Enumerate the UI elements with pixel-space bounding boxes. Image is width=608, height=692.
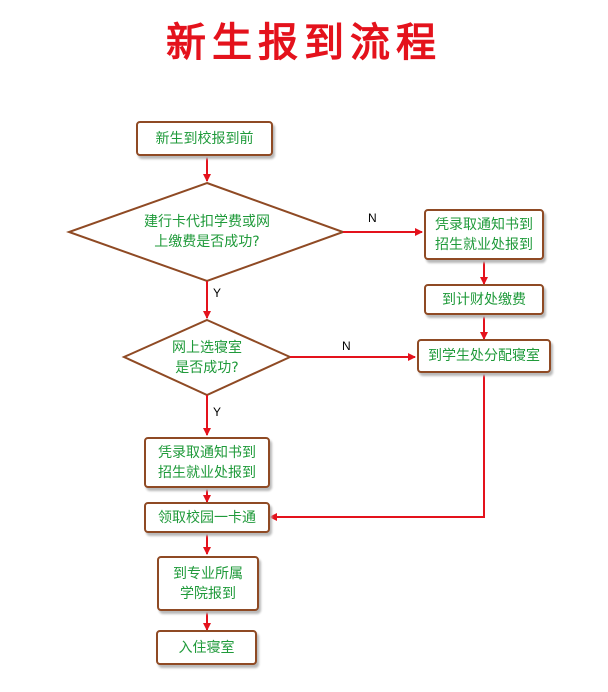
page-title: 新生报到流程 [166,19,442,66]
edge-label-yes-2: Y [213,405,222,419]
node-voucher-right: 凭录取通知书到 招生就业处报到 [424,209,544,260]
node-start: 新生到校报到前 [136,121,273,156]
edge-label-yes-1: Y [213,286,222,300]
node-assign-dorm: 到学生处分配寝室 [417,339,551,373]
edge-label-no-2: N [342,339,351,353]
node-college: 到专业所属 学院报到 [157,556,259,611]
edge-label-no-1: N [368,211,377,225]
node-campus-card: 领取校园一卡通 [144,502,270,533]
node-voucher-left: 凭录取通知书到 招生就业处报到 [144,437,270,488]
arrow-assign-to-card [269,373,485,521]
node-finance: 到计财处缴费 [424,284,544,315]
decision-dorm-text: 网上选寝室 是否成功? [172,340,242,376]
node-move-in: 入住寝室 [156,630,257,665]
decision-payment-text: 建行卡代扣学费或网 上缴费是否成功? [144,214,270,250]
